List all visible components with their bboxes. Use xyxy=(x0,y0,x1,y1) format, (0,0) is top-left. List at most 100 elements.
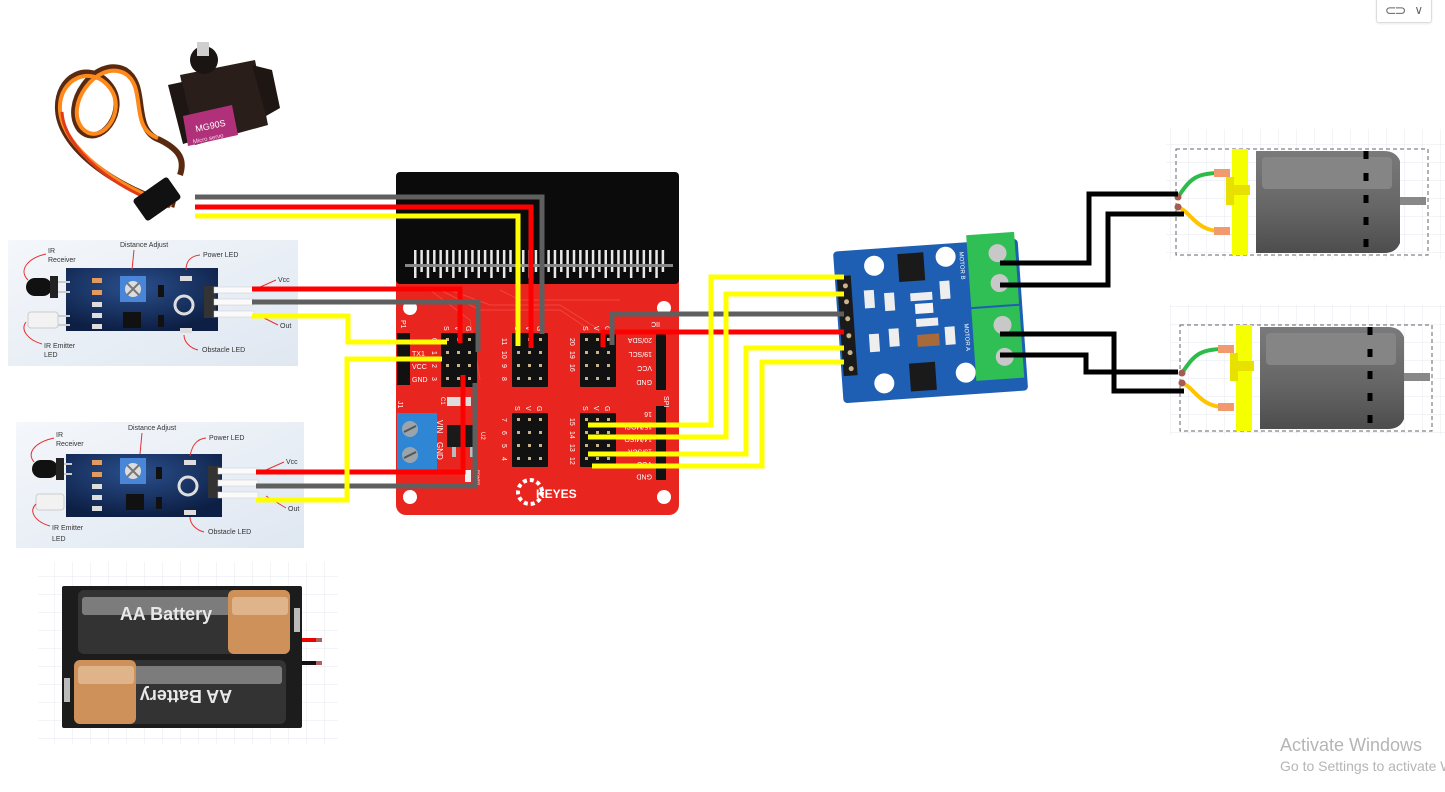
iic-label: IIC xyxy=(651,320,660,327)
pin-label: VCC xyxy=(637,364,652,371)
driver-chip-bottom xyxy=(908,361,937,392)
pin-label: 13 xyxy=(568,444,575,452)
pin-label: V xyxy=(592,406,599,411)
pin-label: 20/SDA xyxy=(628,336,652,343)
motor-endcap xyxy=(1232,149,1248,255)
keyes-logo: KEYES xyxy=(516,478,577,506)
ir-receiver-led xyxy=(32,458,72,480)
wire-ir1-out xyxy=(252,313,447,345)
pin-label: G xyxy=(535,406,542,411)
pin-label: 4 xyxy=(500,457,507,461)
ir-receiver-label: IR xyxy=(56,432,63,439)
power-led-label: Power LED xyxy=(203,252,238,259)
motor-driver-module[interactable]: MOTOR B MOTOR A xyxy=(833,231,1029,404)
wire-motor2-a xyxy=(1000,331,1184,394)
pin-label: 16 xyxy=(644,410,652,417)
pin-label: 9 xyxy=(500,364,507,368)
motor-a-terminal[interactable] xyxy=(971,305,1025,381)
wire-servo-gnd xyxy=(195,194,545,334)
wire-driver-in2 xyxy=(588,291,844,440)
header-block-4-7 xyxy=(512,413,548,467)
obstacle-led xyxy=(180,328,192,333)
wire-ir2-out xyxy=(256,356,442,503)
battery-cell-1: AA Battery xyxy=(78,590,290,654)
wire-servo-signal xyxy=(195,213,521,346)
p1-label: P1 xyxy=(399,320,406,329)
p1-tx1-label: TX1 xyxy=(412,351,425,358)
servo-connector xyxy=(133,177,181,221)
power-led-label: POWER xyxy=(476,470,481,485)
pin-label: 5 xyxy=(500,444,507,448)
ir-sensor-1[interactable]: IR Receiver Distance Adjust Power LED IR… xyxy=(8,240,298,366)
out-label: Out xyxy=(288,506,299,513)
c1-label: C1 xyxy=(439,397,445,405)
c1-capacitor xyxy=(447,397,471,406)
ir-receiver-led xyxy=(26,276,70,298)
p1-vcc-label: VCC xyxy=(412,364,427,371)
watermark-title: Activate Windows xyxy=(1280,735,1423,755)
spi-header xyxy=(656,406,666,480)
distance-adjust-label: Distance Adjust xyxy=(120,242,168,249)
pin-label: 12 xyxy=(568,457,575,465)
pin-label: 3 xyxy=(430,377,437,381)
ir-emitter-label-2: LED xyxy=(44,352,58,359)
spi-label: SPI xyxy=(662,396,669,407)
motor-a-label: MOTOR A xyxy=(962,323,970,351)
pin-label: V xyxy=(592,326,599,331)
pin-label: V xyxy=(524,406,531,411)
dc-motor-1[interactable] xyxy=(1166,129,1445,259)
wire-driver-gnd xyxy=(609,311,844,345)
pin-label: 10 xyxy=(500,351,507,359)
header-block-8-11 xyxy=(512,333,548,387)
vcc-label: Vcc xyxy=(278,277,290,284)
power-led xyxy=(180,276,192,281)
comparator-chip xyxy=(123,312,141,328)
ir-emitter-label-2: LED xyxy=(52,536,66,543)
wire-ir2-vcc xyxy=(256,375,466,475)
motor-b-terminal[interactable] xyxy=(966,231,1020,308)
activate-windows-watermark: Activate Windows Go to Settings to activ… xyxy=(1280,735,1445,774)
servo-motor[interactable]: MG90S Micro servo xyxy=(54,42,280,222)
wire-ir1-gnd xyxy=(252,299,481,352)
pin-label: 19 xyxy=(568,351,575,359)
wire-motor2-b xyxy=(1000,352,1178,375)
power-led xyxy=(914,302,934,314)
battery-label-1: AA Battery xyxy=(120,604,212,624)
pin-label: 2 xyxy=(430,364,437,368)
wire-driver-vcc xyxy=(600,329,844,347)
header-block-12-15 xyxy=(580,413,616,467)
pin-label: 19/SCL xyxy=(629,350,652,357)
pin-label: GND xyxy=(636,378,652,385)
j1-label: J1 xyxy=(396,401,403,409)
ir-receiver-label-2: Receiver xyxy=(56,441,84,448)
j1-vin-label: VIN xyxy=(435,420,444,434)
pin-label: S xyxy=(513,406,520,411)
brand-label: KEYES xyxy=(536,487,577,501)
pin-label: 15 xyxy=(568,418,575,426)
obstacle-led-label: Obstacle LED xyxy=(208,529,251,536)
dc-motor-2[interactable] xyxy=(1170,305,1445,435)
ir-emitter-led xyxy=(35,493,65,511)
link-control[interactable]: ⊂⊃ ∨ xyxy=(1376,0,1432,23)
header-block-0-3 xyxy=(441,333,477,387)
link-icon[interactable]: ⊂⊃ xyxy=(1384,1,1407,18)
wire-driver-in3 xyxy=(588,345,844,457)
motor-endcap xyxy=(1236,325,1252,431)
power-led-label: Power LED xyxy=(209,435,244,442)
battery-label-2: AA Battery xyxy=(140,686,232,706)
battery-holder[interactable]: AA Battery AA Battery xyxy=(38,562,338,744)
pin-label: 14 xyxy=(568,431,575,439)
pin-label: 1 xyxy=(430,351,437,355)
obstacle-led xyxy=(184,510,196,515)
obstacle-led-label: Obstacle LED xyxy=(202,347,245,354)
pin-label: S xyxy=(581,406,588,411)
p1-gnd-label: GND xyxy=(412,377,428,384)
iic-header xyxy=(656,333,666,390)
power-led xyxy=(184,460,196,465)
ir-receiver-label: IR xyxy=(48,248,55,255)
j1-power-terminal[interactable] xyxy=(397,413,437,470)
chevron-down-icon[interactable]: ∨ xyxy=(1414,3,1424,17)
wire-driver-in4 xyxy=(592,359,844,469)
wire-motor1-a xyxy=(1000,191,1178,266)
